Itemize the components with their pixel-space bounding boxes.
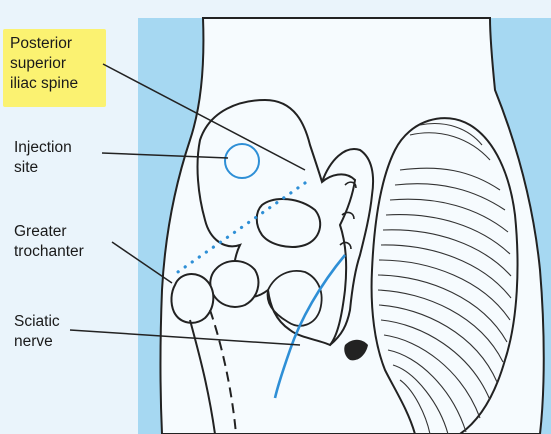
label-posterior-superior-iliac-spine: Posterior superior iliac spine (10, 35, 79, 92)
label-injection-site: Injection site (14, 139, 72, 176)
sacral-foramen-1 (344, 181, 357, 189)
obturator-foramen (255, 198, 322, 248)
muscle-fibres (377, 122, 512, 434)
label-sciatic-nerve: Sciatic nerve (14, 313, 60, 350)
leader-psis (102, 63, 306, 171)
femoral-shaft-left (189, 319, 216, 434)
sacrum-outline (321, 148, 375, 346)
leader-injection (101, 152, 229, 159)
ischium-outline (266, 270, 323, 327)
greater-trochanter (170, 273, 215, 324)
label-greater-trochanter: Greater trochanter (14, 223, 84, 260)
femoral-head (209, 260, 260, 308)
psis-trochanter-dotted-line (173, 181, 307, 276)
leader-trochanter (111, 241, 173, 284)
femoral-shaft-right-dashed (209, 309, 237, 434)
sacral-foramen-2 (341, 211, 355, 220)
natal-cleft-shadow (344, 339, 368, 361)
leader-sciatic (69, 329, 301, 346)
injection-site-circle (224, 143, 260, 179)
sacral-foramen-3 (339, 241, 352, 250)
label-highlight (3, 29, 106, 107)
sciatic-nerve (273, 254, 346, 399)
